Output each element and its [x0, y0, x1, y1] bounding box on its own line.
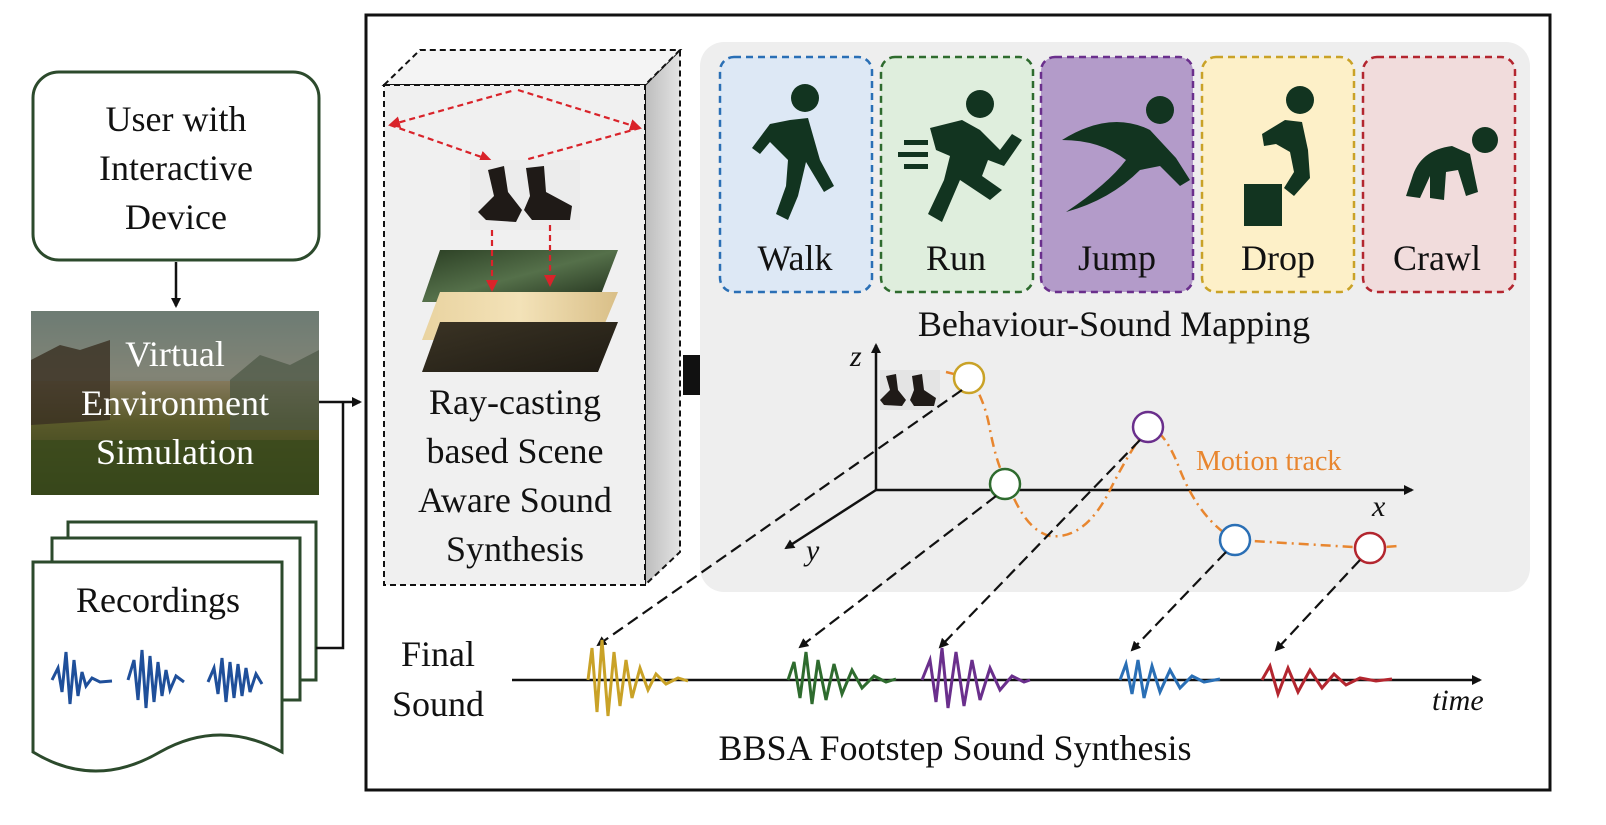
event-point-jump	[1131, 410, 1165, 444]
waveform-crawl	[1260, 662, 1393, 699]
virtual-env-node: Virtual Environment Simulation	[31, 311, 319, 495]
footsteps-icon	[470, 160, 580, 230]
projection-arrow-walk	[1130, 551, 1227, 652]
raycast-line4: Synthesis	[446, 529, 584, 569]
ray-arrow	[517, 88, 642, 131]
behaviour-label-crawl: Crawl	[1393, 238, 1481, 278]
projection-arrow-run	[798, 495, 997, 649]
motion-track	[945, 370, 1399, 550]
x-axis-label: x	[1371, 490, 1386, 523]
raycast-line3: Aware Sound	[418, 480, 612, 520]
event-point-run	[988, 467, 1022, 501]
recordings-stack: Recordings	[31, 520, 318, 773]
y-axis	[784, 488, 877, 550]
drop-icon	[1244, 86, 1314, 226]
event-point-walk	[1218, 523, 1252, 557]
raycast-box: Ray-casting based Scene Aware Sound Synt…	[381, 47, 683, 588]
z-axis-label: z	[849, 340, 862, 373]
env-line2: Environment	[81, 383, 269, 423]
user-device-node: User with Interactive Device	[31, 70, 321, 262]
behaviour-card-crawl: Crawl	[1361, 55, 1517, 294]
ray-arrow	[388, 88, 516, 129]
behaviour-card-run: Run	[879, 55, 1035, 294]
user-box-line1: User with	[106, 99, 247, 139]
jump-icon	[1062, 96, 1190, 212]
env-line1: Virtual	[125, 334, 225, 374]
projection-arrow-jump	[938, 439, 1141, 649]
time-axis-label: time	[1432, 684, 1484, 717]
crawl-icon	[1406, 127, 1498, 200]
waveform-walk	[1118, 658, 1221, 699]
waveform-icon	[206, 657, 264, 703]
motion-track-label: Motion track	[1196, 446, 1341, 477]
behaviour-card-jump: Jump	[1039, 55, 1195, 294]
behaviour-label-jump: Jump	[1078, 238, 1156, 278]
user-box-line3: Device	[125, 197, 227, 237]
recordings-connector	[316, 402, 345, 650]
raycast-line2: based Scene	[427, 431, 604, 471]
bottom-title: BBSA Footstep Sound Synthesis	[718, 728, 1191, 768]
footsteps-small-icon	[880, 370, 940, 410]
behaviour-card-walk: Walk	[718, 55, 874, 294]
raycast-line1: Ray-casting	[429, 382, 601, 422]
waveform-icon	[126, 649, 185, 709]
final-sound-line1: Final	[401, 634, 475, 674]
axes-3d: z x y	[784, 340, 1414, 567]
final-sound-line2: Sound	[392, 684, 484, 724]
event-point-crawl	[1353, 531, 1387, 565]
grass-layer	[422, 250, 618, 302]
projection-arrow-crawl	[1274, 559, 1361, 652]
y-axis-label: y	[803, 534, 820, 567]
main-frame	[364, 13, 1552, 792]
mapping-title: Behaviour-Sound Mapping	[918, 304, 1310, 344]
env-line3: Simulation	[96, 432, 254, 472]
waveform-drop	[586, 639, 689, 717]
recordings-label: Recordings	[76, 580, 240, 620]
walk-icon	[752, 84, 834, 220]
waveform-run	[786, 651, 897, 705]
ray-arrow	[389, 123, 492, 163]
waveform-icon	[50, 651, 113, 705]
house-shape	[31, 340, 110, 425]
behaviour-label-drop: Drop	[1241, 238, 1315, 278]
behaviour-card-drop: Drop	[1200, 55, 1356, 294]
behaviour-label-run: Run	[926, 238, 986, 278]
behaviour-label-walk: Walk	[757, 238, 832, 278]
dirt-layer	[422, 322, 618, 372]
run-icon	[898, 90, 1022, 222]
event-point-drop	[952, 361, 986, 395]
user-box-line2: Interactive	[99, 148, 253, 188]
waveform-jump	[920, 647, 1031, 709]
projection-arrow-drop	[596, 389, 963, 647]
